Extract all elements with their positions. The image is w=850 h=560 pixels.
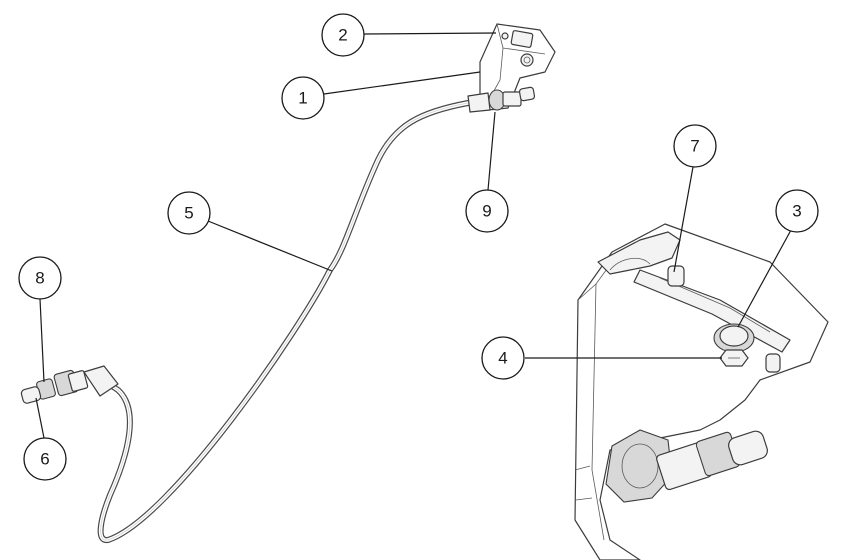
callout-6: 6 [23, 437, 67, 481]
leader-7 [673, 166, 694, 273]
top-bracket-assembly [467, 23, 556, 113]
callout-3-label: 3 [792, 202, 801, 221]
callout-9: 9 [465, 189, 509, 233]
leader-6 [35, 397, 45, 439]
callout-2: 2 [321, 13, 365, 57]
callout-1-label: 1 [298, 89, 307, 108]
callout-1: 1 [281, 76, 325, 120]
callout-8-label: 8 [35, 269, 44, 288]
callout-7: 7 [673, 124, 717, 168]
hose [97, 100, 471, 543]
callout-5: 5 [167, 191, 211, 235]
leader-9 [487, 111, 496, 191]
detail-large-nut [605, 429, 673, 503]
leader-lines [35, 32, 792, 439]
detail-saddle [597, 231, 681, 275]
callout-9-label: 9 [482, 202, 491, 221]
callout-8: 8 [18, 256, 62, 300]
detail-view [574, 223, 829, 560]
callout-3: 3 [775, 189, 819, 233]
leader-1 [323, 71, 481, 95]
callout-7-label: 7 [690, 137, 699, 156]
callout-4: 4 [481, 336, 525, 380]
callout-4-label: 4 [498, 349, 507, 368]
detail-bracket-plate [574, 223, 829, 560]
leader-8 [39, 298, 45, 383]
top-bolt [520, 53, 534, 67]
callout-2-label: 2 [338, 26, 347, 45]
callout-6-label: 6 [40, 450, 49, 469]
leader-5 [207, 220, 333, 272]
left-end-fitting [20, 365, 119, 404]
leader-2 [363, 32, 497, 35]
leader-3 [737, 229, 792, 328]
detail-boss-7 [667, 265, 685, 287]
callout-5-label: 5 [184, 204, 193, 223]
